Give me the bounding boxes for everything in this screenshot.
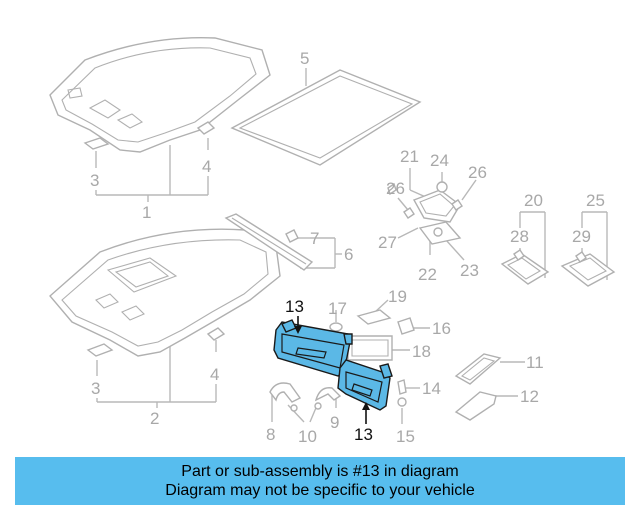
callout-4-lower: 4	[210, 365, 219, 384]
callout-19: 19	[388, 287, 407, 306]
callout-21: 21	[400, 147, 419, 166]
banner-line-1: Part or sub-assembly is #13 in diagram	[181, 463, 459, 480]
callout-13-lower: 13	[354, 425, 373, 444]
callout-12: 12	[520, 387, 539, 406]
callout-4-upper: 4	[202, 157, 211, 176]
headliner-lower	[49, 228, 281, 357]
callout-11: 11	[526, 353, 544, 372]
callout-14: 14	[422, 379, 441, 398]
callout-26-right: 26	[468, 163, 487, 182]
sun-visor-right-highlight	[337, 359, 393, 411]
headliner-upper	[49, 36, 271, 153]
callout-3-upper: 3	[90, 171, 99, 190]
callout-10: 10	[298, 427, 317, 446]
callout-5: 5	[300, 49, 309, 68]
callout-17: 17	[328, 299, 347, 318]
parts-diagram: 1 3 4 5 2 3 4 6 7 8 9 10 11 12 13 13 14 …	[49, 36, 616, 446]
callout-15: 15	[396, 427, 415, 446]
callout-24: 24	[430, 151, 449, 170]
callout-8: 8	[266, 425, 275, 444]
callout-13-upper: 13	[285, 297, 304, 316]
callout-27: 27	[378, 233, 397, 252]
callout-6: 6	[344, 245, 353, 264]
callout-7: 7	[310, 229, 319, 248]
callout-1: 1	[142, 203, 151, 222]
info-banner: Part or sub-assembly is #13 in diagram D…	[15, 457, 625, 505]
callout-23: 23	[460, 261, 479, 280]
callout-22: 22	[418, 265, 437, 284]
callout-9: 9	[330, 413, 339, 432]
callout-29: 29	[572, 227, 591, 246]
callout-20: 20	[524, 191, 543, 210]
callout-3-lower: 3	[91, 379, 100, 398]
callout-2: 2	[150, 409, 159, 428]
leader-lines	[95, 68, 608, 424]
callout-16: 16	[432, 319, 451, 338]
callout-28: 28	[510, 227, 529, 246]
banner-line-2: Diagram may not be specific to your vehi…	[165, 482, 475, 499]
roof-panel	[230, 69, 422, 166]
callout-26-left: 26	[386, 179, 405, 198]
callout-18: 18	[412, 342, 431, 361]
callout-25: 25	[586, 191, 605, 210]
